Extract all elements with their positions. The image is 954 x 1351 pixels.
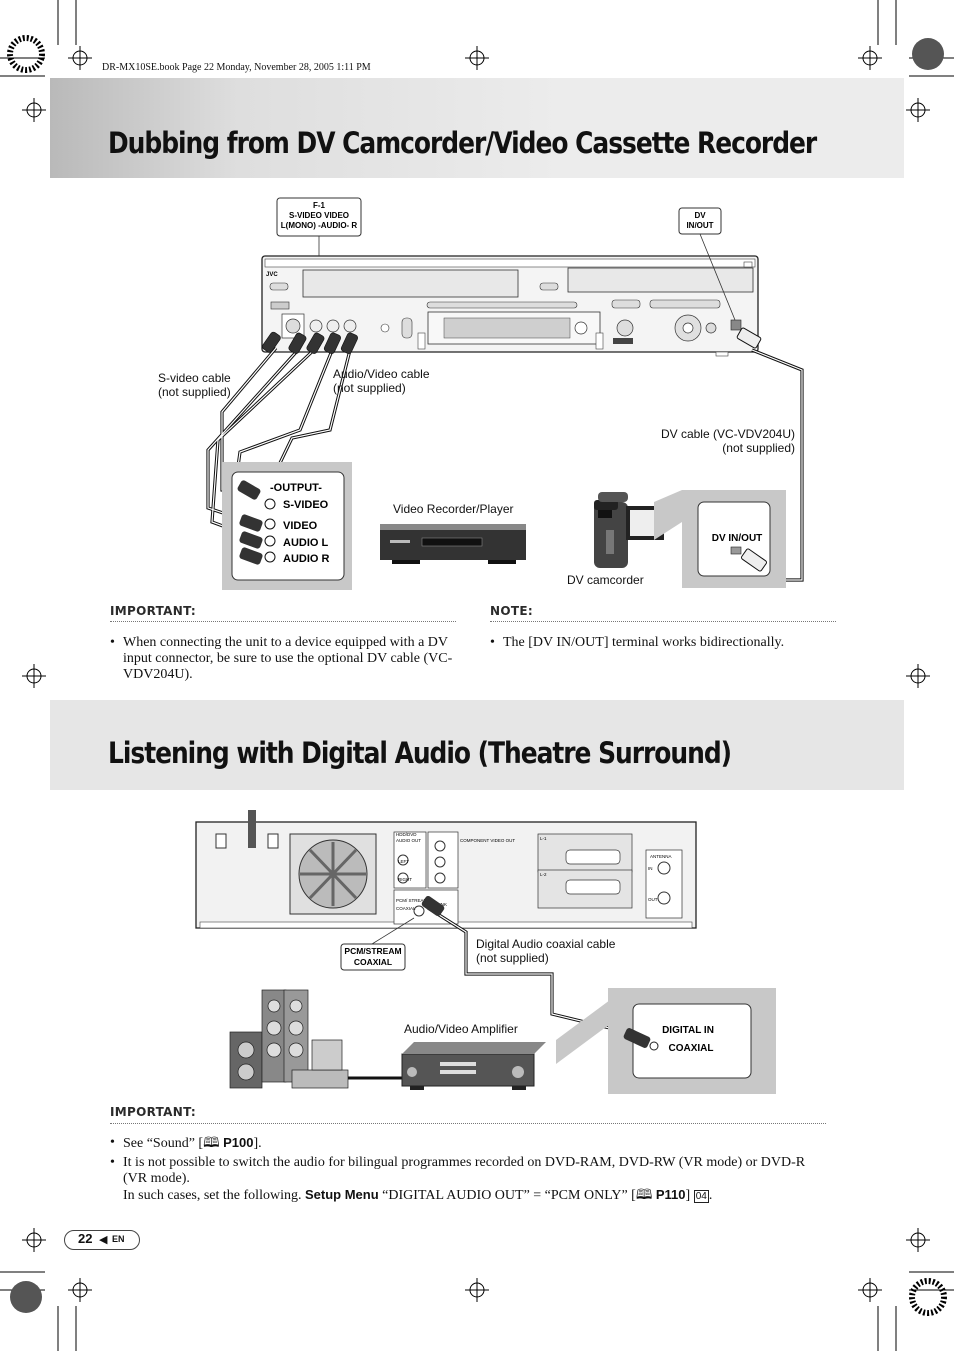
section-banner bbox=[50, 78, 904, 178]
camcorder-label: DV camcorder bbox=[567, 573, 644, 587]
section-banner-2 bbox=[50, 700, 904, 790]
section-title-digital-audio: Listening with Digital Audio (Theatre Su… bbox=[108, 736, 732, 770]
f1-label: F-1 bbox=[313, 201, 326, 210]
rear-label-left: LEFT bbox=[398, 859, 409, 864]
dv-camcorder-illustration bbox=[594, 492, 664, 568]
pcm-label: PCM/STREAM bbox=[344, 946, 401, 956]
important-heading: IMPORTANT: bbox=[110, 604, 197, 618]
important-bullet: • When connecting the unit to a device e… bbox=[110, 635, 453, 682]
left-arrow-icon: ◀ bbox=[99, 1234, 108, 1246]
rear-label-component: COMPONENT VIDEO OUT bbox=[460, 838, 515, 843]
video-recorder-illustration bbox=[380, 524, 526, 564]
output-svideo: S-VIDEO bbox=[283, 499, 329, 511]
book-info-line: DR-MX10SE.book Page 22 Monday, November … bbox=[102, 62, 371, 73]
brand-logo: JVC bbox=[266, 272, 278, 278]
amplifier-label: Audio/Video Amplifier bbox=[404, 1022, 518, 1036]
vcr-output-panel: -OUTPUT- S-VIDEO VIDEO AUDIO L AUDIO R bbox=[222, 462, 352, 590]
f1-svideo-video-label: S-VIDEO VIDEO bbox=[289, 211, 349, 220]
f1-terminal-callout: F-1 S-VIDEO VIDEO L(MONO) -AUDIO- R bbox=[276, 197, 362, 256]
rear-label-l1: L-1 bbox=[540, 836, 547, 841]
important-bullet-bilingual: • It is not possible to switch the audio… bbox=[110, 1155, 806, 1203]
recorder-front-panel: JVC bbox=[261, 255, 759, 357]
rear-label-right: RIGHT bbox=[398, 877, 412, 882]
important-divider bbox=[110, 621, 456, 622]
digital-audio-diagram: HDD/DVD AUDIO OUT LEFT RIGHT COMPONENT V… bbox=[195, 810, 776, 1094]
rear-label-hdd-dvd: HDD/DVD bbox=[396, 832, 417, 837]
page-number: 22 bbox=[78, 1231, 93, 1246]
setup-menu-label: Setup Menu bbox=[304, 1187, 379, 1202]
note-heading: NOTE: bbox=[490, 604, 533, 618]
pcm-sub: COAXIAL bbox=[354, 957, 392, 967]
digital-in-zoom: DIGITAL IN COAXIAL bbox=[556, 988, 776, 1094]
recorder-rear-panel: HDD/DVD AUDIO OUT LEFT RIGHT COMPONENT V… bbox=[195, 810, 697, 929]
book-icon: 🕮 bbox=[635, 1188, 653, 1203]
speakers-illustration bbox=[229, 989, 349, 1089]
pcm-stream-callout: PCM/STREAM COAXIAL bbox=[340, 917, 415, 971]
important-heading-2: IMPORTANT: bbox=[110, 1105, 197, 1119]
rear-label-pcm: PCM/ STREAM bbox=[396, 898, 428, 903]
rear-label-l2: L-2 bbox=[540, 872, 547, 877]
rear-label-antenna: ANTENNA bbox=[650, 854, 672, 859]
note-bullet: • The [DV IN/OUT] terminal works bidirec… bbox=[490, 635, 785, 650]
rear-label-out: OUT bbox=[648, 897, 658, 902]
output-audio-r: AUDIO R bbox=[283, 553, 330, 565]
output-heading: -OUTPUT- bbox=[270, 482, 322, 494]
rear-label-in: IN bbox=[648, 866, 653, 871]
svideo-cable-label: S-video cable (not supplied) bbox=[158, 371, 231, 399]
dv-cable-label: DV cable (VC-VDV204U) (not supplied) bbox=[660, 427, 795, 455]
rear-label-coaxial: COAXIAL bbox=[396, 906, 416, 911]
section-title-dubbing: Dubbing from DV Camcorder/Video Cassette… bbox=[108, 126, 817, 160]
digital-in-label: DIGITAL IN bbox=[662, 1025, 714, 1036]
rear-label-audio-out: AUDIO OUT bbox=[396, 838, 421, 843]
coax-cable-label: Digital Audio coaxial cable (not supplie… bbox=[476, 937, 616, 965]
vcr-label: Video Recorder/Player bbox=[393, 502, 514, 516]
page-ref-p110: P110 bbox=[655, 1187, 686, 1202]
language-code: EN bbox=[112, 1234, 125, 1244]
dv-callout-label: DV bbox=[694, 211, 706, 220]
important-divider-2 bbox=[110, 1123, 826, 1124]
output-video: VIDEO bbox=[283, 520, 318, 532]
book-icon: 🕮 bbox=[203, 1136, 220, 1151]
dv-inout-zoom: DV IN/OUT bbox=[654, 490, 786, 588]
dv-callout-sub: IN/OUT bbox=[686, 221, 713, 230]
dv-terminal-callout: DV IN/OUT bbox=[678, 207, 736, 321]
page-number-pill bbox=[64, 1230, 140, 1250]
important-bullet-sound: • See “Sound” [🕮 P100]. bbox=[110, 1135, 262, 1151]
av-amplifier-illustration bbox=[401, 1042, 546, 1090]
setting-number-tag: 04 bbox=[693, 1190, 709, 1203]
page-ref-p100: P100 bbox=[223, 1135, 254, 1150]
note-divider bbox=[490, 621, 836, 622]
av-cable-label: Audio/Video cable (not supplied) bbox=[333, 367, 430, 395]
f1-audio-label: L(MONO) -AUDIO- R bbox=[281, 221, 358, 230]
dubbing-connection-diagram: JVC F-1 S-VIDEO VIDEO L(MONO) -AUDIO- R … bbox=[206, 197, 804, 590]
dv-inout-label: DV IN/OUT bbox=[712, 533, 763, 544]
digital-in-coax: COAXIAL bbox=[669, 1043, 714, 1054]
output-audio-l: AUDIO L bbox=[283, 537, 329, 549]
